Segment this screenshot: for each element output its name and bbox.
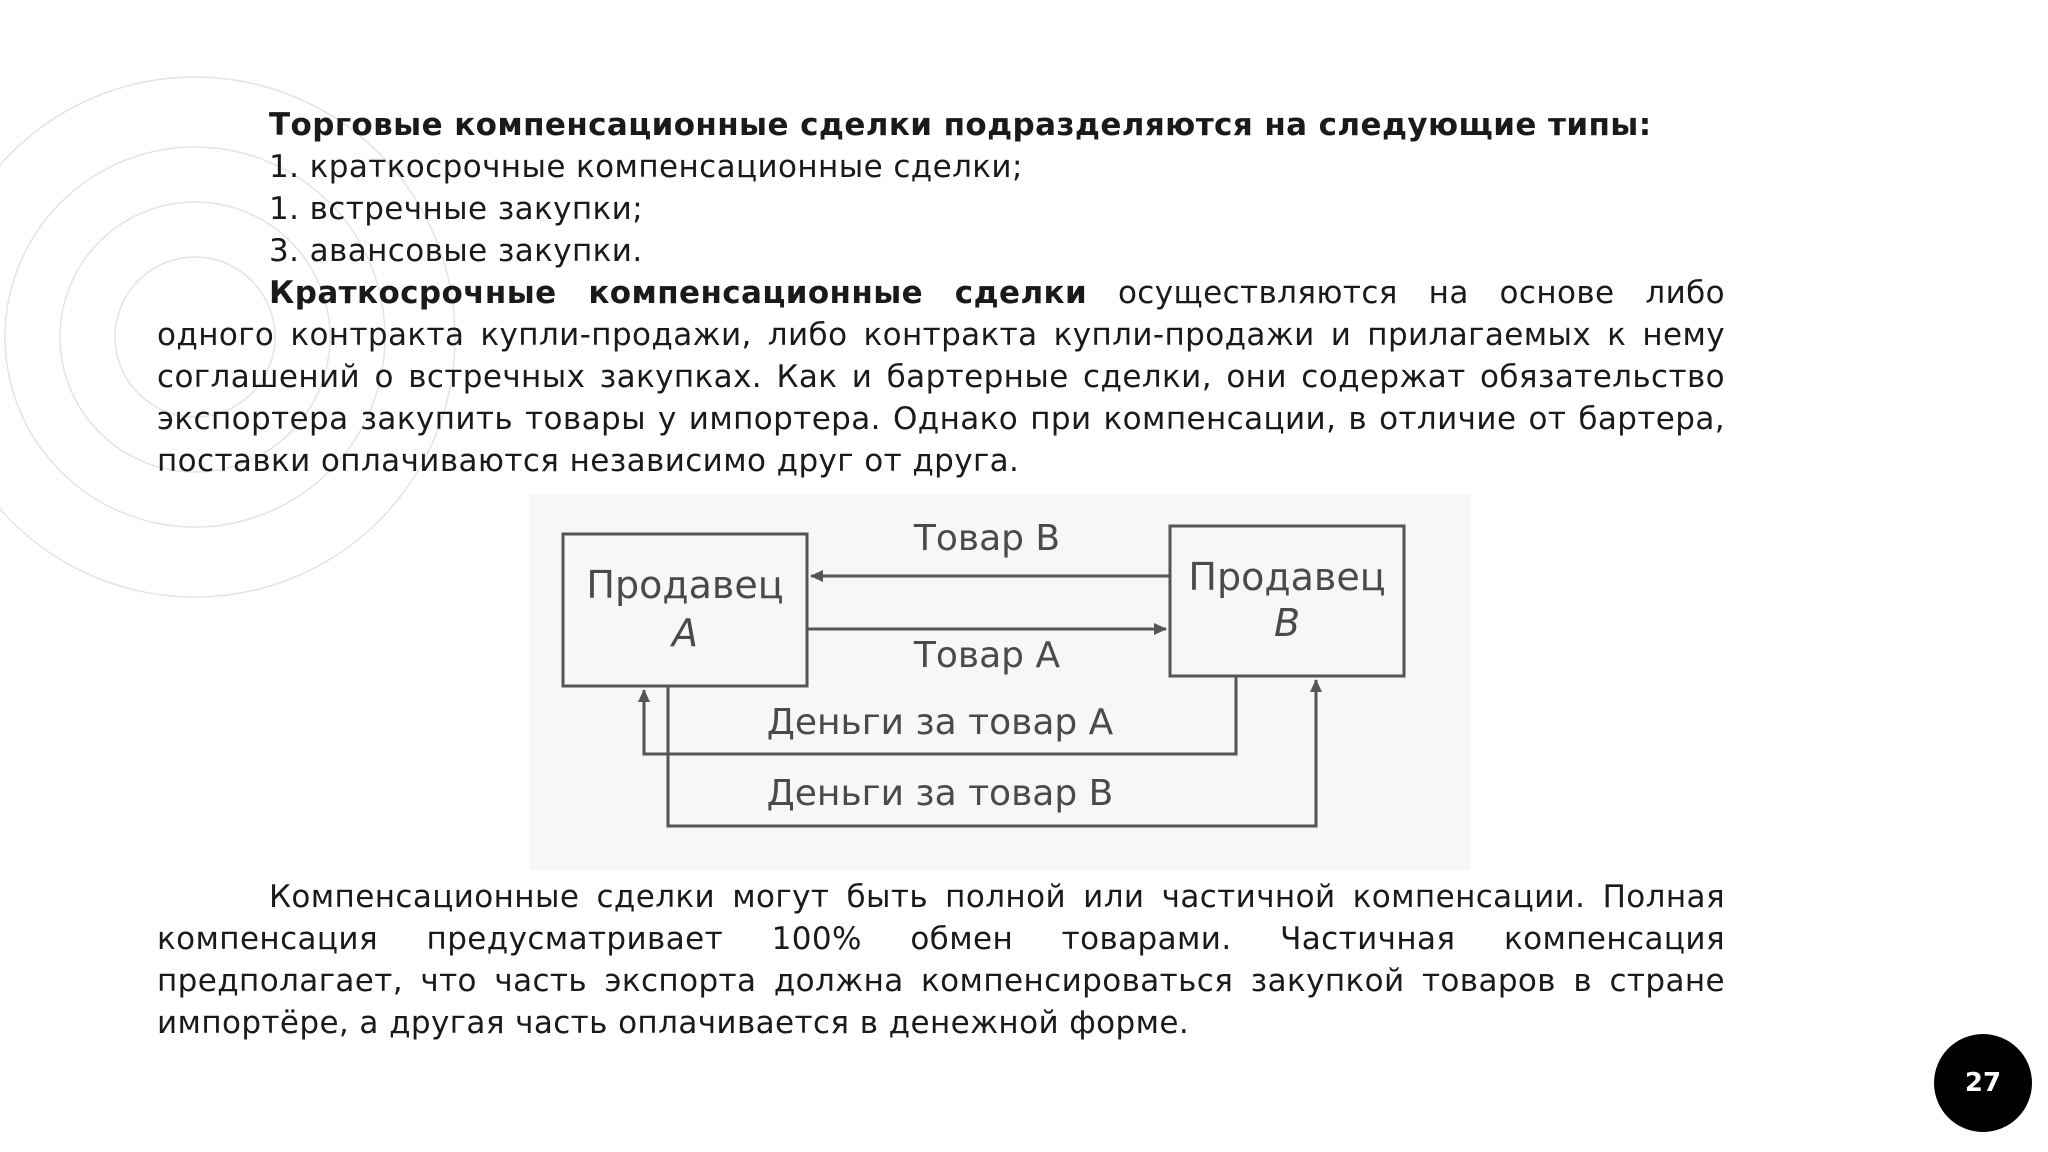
list-item: 1. краткосрочные компенсационные сделки; xyxy=(269,149,1023,185)
seller-a-box xyxy=(561,532,809,688)
paragraph-compensation-types: Компенсационные сделки могут быть полной… xyxy=(157,879,1725,1041)
list-item: 1. встречные закупки; xyxy=(269,191,644,227)
paragraph-text: осуществляются на основе либо одного кон… xyxy=(157,275,1725,479)
money-a-arrow xyxy=(638,676,1238,756)
list-item: 3. авансовые закупки. xyxy=(269,233,643,269)
seller-a-letter: А xyxy=(669,611,698,655)
goods-b-label: Товар В xyxy=(913,518,1060,559)
money-a-label: Деньги за товар А xyxy=(767,702,1114,743)
seller-a-label: Продавец xyxy=(586,563,783,607)
compensation-diagram: Продавец А Продавец В Товар В Товар А Де… xyxy=(530,494,1470,870)
section-heading: Торговые компенсационные сделки подразде… xyxy=(269,107,1652,143)
seller-b-box xyxy=(1168,524,1406,678)
seller-b-letter: В xyxy=(1274,601,1300,645)
money-b-arrow xyxy=(666,679,1322,828)
paragraph-short-term-deals: Краткосрочные компенсационные сделки осу… xyxy=(157,272,1725,482)
document-body: Торговые компенсационные сделки подразде… xyxy=(157,104,1725,482)
goods-a-label: Товар А xyxy=(913,635,1061,676)
seller-b-label: Продавец xyxy=(1188,555,1385,599)
paragraph-bold-term: Краткосрочные компенсационные сделки xyxy=(269,275,1088,311)
page-number-badge: 27 xyxy=(1934,1034,2032,1132)
money-b-label: Деньги за товар В xyxy=(767,773,1114,814)
